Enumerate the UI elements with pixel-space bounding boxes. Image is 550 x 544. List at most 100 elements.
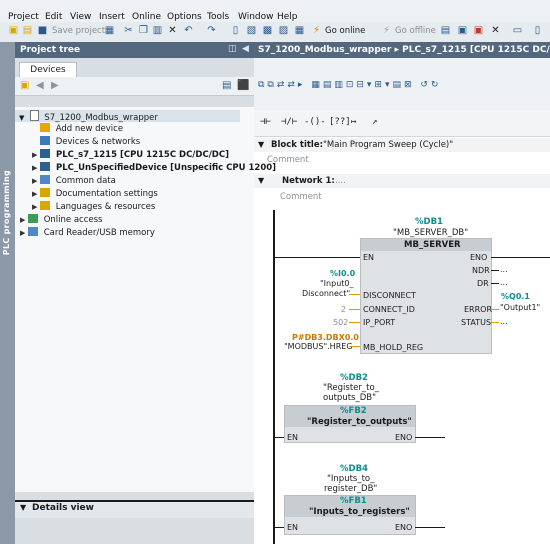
network-title-placeholder[interactable]: .... [335, 176, 346, 186]
download-icon[interactable]: ▩ [262, 25, 273, 36]
block-comment[interactable]: Comment [267, 155, 309, 165]
go-online-button[interactable]: Go online [325, 26, 366, 36]
hold-reg-tag[interactable]: "MODBUS".HREG [284, 342, 353, 351]
no-contact-icon[interactable]: ⊣⊢ [260, 117, 271, 127]
open-project-icon[interactable]: ▤ [22, 25, 33, 36]
tree-item-documentation-settings[interactable]: Documentation settings [40, 188, 158, 200]
collapse-arrow-icon[interactable]: ▼ [20, 503, 27, 512]
go-online-icon[interactable]: ⚡ [312, 25, 321, 36]
back-icon[interactable]: ◀ [36, 80, 44, 91]
en-wire [274, 257, 360, 258]
expand-arrow-icon[interactable]: ▶ [32, 177, 38, 185]
new-project-icon[interactable]: ▣ [8, 25, 19, 36]
breadcrumb[interactable]: S7_1200_Modbus_wrapper ▸ PLC_s7_1215 [CP… [258, 45, 550, 55]
fb2-db-name-line2[interactable]: outputs_DB" [323, 393, 377, 403]
tree-item-root[interactable]: ▼ S7_1200_Modbus_wrapper [15, 110, 240, 123]
network-comment[interactable]: Comment [280, 192, 322, 202]
collapse-arrow-icon[interactable]: ▼ [19, 114, 25, 122]
tree-item-add-new-device[interactable]: Add new device [40, 123, 123, 135]
cut-icon[interactable]: ✂ [124, 25, 133, 36]
open-branch-icon[interactable]: ↦ [351, 117, 357, 127]
redo-icon[interactable]: ↷ [207, 25, 216, 36]
menu-tools[interactable]: Tools [207, 12, 230, 22]
stop-cpu-icon[interactable]: ▣ [473, 25, 484, 36]
tree-item-languages-resources[interactable]: Languages & resources [40, 201, 155, 213]
delete-icon[interactable]: ✕ [168, 25, 177, 36]
empty-box-icon[interactable]: [??] [329, 117, 351, 127]
disconnect-tag-line1[interactable]: "Input0_ [320, 279, 354, 288]
menu-online[interactable]: Online [132, 12, 162, 22]
tree-settings-icon[interactable]: ⬛ [237, 80, 250, 91]
new-folder-icon[interactable]: ▣ [20, 80, 30, 91]
mb-server-status-value[interactable]: ... [500, 317, 508, 326]
plc-programming-label[interactable]: PLC programming [2, 170, 11, 256]
paste-icon[interactable]: ▥ [152, 25, 163, 36]
fb1-db-name-line2[interactable]: register_DB" [324, 484, 378, 494]
pin-icon[interactable]: ◫ [228, 44, 237, 54]
collapse-left-icon[interactable]: ◀ [242, 44, 249, 54]
split-horizontal-icon[interactable]: ▭ [512, 25, 523, 36]
upload-icon[interactable]: ▨ [278, 25, 289, 36]
close-branch-icon[interactable]: ↗ [372, 117, 378, 127]
forward-icon[interactable]: ▶ [51, 80, 59, 91]
go-offline-icon[interactable]: ⚡ [382, 25, 391, 36]
fb1-db-name-line1[interactable]: "Inputs_to_ [327, 474, 375, 484]
mb-server-ndr-value[interactable]: ... [500, 265, 508, 274]
expand-arrow-icon[interactable]: ▶ [32, 164, 38, 172]
tree-item-devices-networks[interactable]: Devices & networks [40, 136, 140, 148]
mb-server-block[interactable] [360, 238, 492, 354]
go-offline-button[interactable]: Go offline [395, 26, 436, 36]
menu-insert[interactable]: Insert [99, 12, 125, 22]
undo-icon[interactable]: ↶ [184, 25, 193, 36]
collapse-arrow-icon[interactable]: ▼ [258, 176, 265, 185]
mb-server-dr-value[interactable]: ... [500, 278, 508, 287]
compile-icon[interactable]: ▧ [246, 25, 257, 36]
fb1-en-pin: EN [287, 523, 299, 532]
tree-item-plc-s7-1215[interactable]: PLC_s7_1215 [CPU 1215C DC/DC/DC] [40, 149, 229, 161]
details-view-header[interactable] [15, 500, 254, 518]
tree-item-common-data[interactable]: Common data [40, 175, 116, 187]
expand-arrow-icon[interactable]: ▶ [32, 190, 38, 198]
fb2-db-name-line1[interactable]: "Register_to_ [323, 383, 379, 393]
split-editor-icon[interactable]: ▯ [232, 25, 239, 36]
tree-item-card-reader[interactable]: Card Reader/USB memory [28, 227, 155, 239]
block-title-label: Block title: [271, 140, 324, 150]
tab-devices[interactable]: Devices [19, 62, 77, 77]
menu-edit[interactable]: Edit [45, 12, 63, 22]
save-project-button[interactable]: Save project [52, 26, 106, 36]
tree-item-label: Add new device [55, 124, 124, 134]
ip-port-value[interactable]: 502 [333, 318, 349, 327]
tree-item-label: Languages & resources [55, 202, 156, 212]
close-icon[interactable]: ✕ [491, 25, 500, 36]
overview-icon[interactable]: ▤ [222, 80, 232, 91]
collapse-arrow-icon[interactable]: ▼ [258, 140, 265, 149]
save-icon[interactable]: ■ [37, 25, 48, 36]
nc-contact-icon[interactable]: ⊣/⊢ [281, 117, 298, 127]
menu-help[interactable]: Help [277, 12, 298, 22]
coil-icon[interactable]: -()- [304, 117, 326, 127]
menu-view[interactable]: View [70, 12, 92, 22]
menu-options[interactable]: Options [167, 12, 202, 22]
error-tag[interactable]: "Output1" [500, 303, 541, 312]
expand-arrow-icon[interactable]: ▶ [32, 151, 38, 159]
connect-id-value[interactable]: 2 [341, 305, 347, 314]
expand-arrow-icon[interactable]: ▶ [20, 229, 26, 237]
copy-icon[interactable]: ❐ [139, 25, 148, 36]
mb-server-db-name[interactable]: "MB_SERVER_DB" [393, 228, 469, 238]
print-icon[interactable]: ▦ [104, 25, 115, 36]
tree-item-label: Card Reader/USB memory [43, 228, 155, 238]
start-cpu-icon[interactable]: ▣ [457, 25, 468, 36]
editor-toolbar-icons[interactable]: ⧉⧉⇄⇄▸ ▦▤▥⊡⊟▾⊞▾▤⊠ ↺↻ [258, 80, 442, 90]
expand-arrow-icon[interactable]: ▶ [20, 216, 26, 224]
expand-arrow-icon[interactable]: ▶ [32, 203, 38, 211]
tree-item-online-access[interactable]: Online access [28, 214, 102, 226]
split-vertical-icon[interactable]: ▯ [534, 25, 541, 36]
disconnect-tag-line2[interactable]: Disconnect" [302, 289, 351, 298]
tree-item-plc-unspecified[interactable]: PLC_UnSpecifiedDevice [Unspecific CPU 12… [40, 162, 276, 174]
menu-project[interactable]: Project [8, 12, 39, 22]
block-title-value[interactable]: "Main Program Sweep (Cycle)" [323, 140, 454, 150]
menu-window[interactable]: Window [238, 12, 274, 22]
start-simulation-icon[interactable]: ▦ [294, 25, 305, 36]
tree-item-label: Common data [55, 176, 116, 186]
accessible-devices-icon[interactable]: ▤ [440, 25, 451, 36]
